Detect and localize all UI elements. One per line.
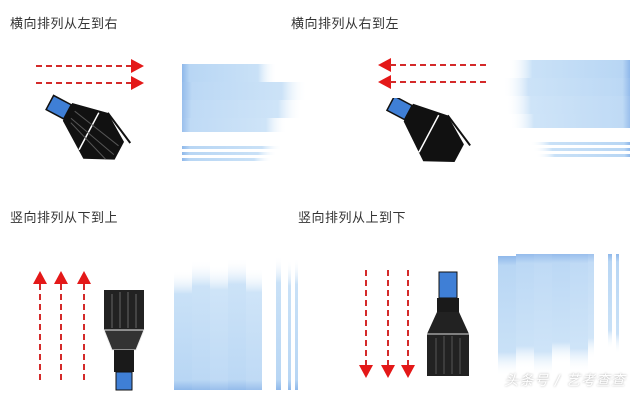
- arrow-right-head-2: [131, 76, 144, 90]
- marker-pen-icon: [45, 94, 132, 160]
- arrow-up-head-3: [77, 271, 91, 284]
- arrow-up-head-1: [33, 271, 47, 284]
- title-right-to-left: 横向排列从右到左: [291, 17, 400, 32]
- marker-pen-icon: [103, 290, 145, 391]
- stroke-swatch-horizontal-1: [182, 64, 307, 161]
- arrow-left-head-1: [378, 58, 391, 72]
- title-bottom-to-top: 竖向排列从下到上: [10, 211, 119, 226]
- stroke-swatch-vertical-2: [498, 254, 619, 376]
- arrow-left-line-1: [390, 64, 486, 66]
- arrow-up-head-2: [54, 271, 68, 284]
- title-left-to-right: 横向排列从左到右: [10, 17, 119, 32]
- arrow-left-line-2: [390, 81, 486, 83]
- stroke-swatch-vertical-1: [174, 256, 298, 390]
- arrow-down-line-2: [387, 270, 389, 366]
- arrow-down-head-1: [359, 365, 373, 378]
- title-top-to-bottom: 竖向排列从上到下: [298, 211, 407, 226]
- arrow-down-head-3: [401, 365, 415, 378]
- arrow-down-line-3: [407, 270, 409, 366]
- arrow-left-head-2: [378, 75, 391, 89]
- arrow-up-line-2: [60, 284, 62, 380]
- arrow-right-line-1: [36, 65, 132, 67]
- marker-pen-icon: [427, 271, 469, 376]
- marker-pen-icon: [385, 98, 471, 163]
- watermark-text: 头条号 / 艺考查查: [504, 373, 626, 389]
- arrow-up-line-3: [83, 284, 85, 380]
- arrow-right-head-1: [131, 59, 144, 73]
- arrow-down-head-2: [381, 365, 395, 378]
- arrow-up-line-1: [39, 284, 41, 380]
- stroke-swatch-horizontal-2: [503, 60, 630, 157]
- arrow-right-line-2: [36, 82, 132, 84]
- arrow-down-line-1: [365, 270, 367, 366]
